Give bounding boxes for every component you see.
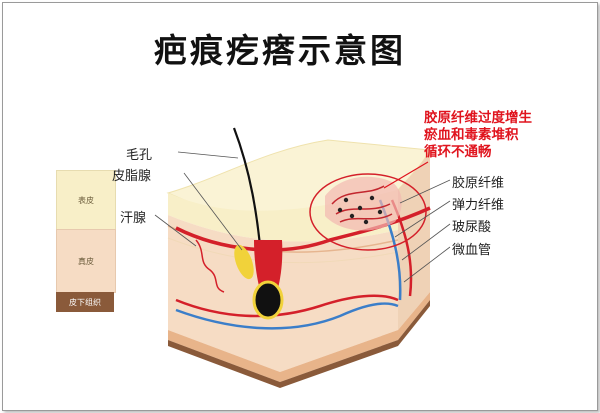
legend-epidermis-label: 表皮: [78, 196, 94, 205]
legend-subcutaneous: 皮下组织: [56, 292, 114, 312]
page-title: 疤痕疙瘩示意图: [154, 31, 406, 70]
scar-highlight-circle: [309, 173, 427, 251]
scar-annotation-line1: 胶原纤维过度增生: [424, 110, 532, 126]
hair-bulb: [252, 280, 284, 320]
label-sweat-gland: 汗腺: [120, 211, 147, 226]
side-face: [398, 150, 430, 330]
scar-annotation: 胶原纤维过度增生 瘀血和毒素堆积 循环不通畅: [424, 110, 532, 161]
blood-vessel-blue: [175, 302, 399, 330]
label-sebaceous-gland: 皮脂腺: [112, 169, 152, 184]
legend-subcutaneous-label: 皮下组织: [69, 298, 101, 307]
legend-dermis-label: 真皮: [78, 257, 94, 266]
legend-dermis: 真皮: [56, 229, 116, 293]
scar-annotation-line2: 瘀血和毒素堆积: [424, 127, 519, 143]
label-hair: 毛孔: [126, 148, 153, 163]
dermis-layer: [168, 215, 398, 372]
label-collagen: 胶原纤维: [452, 176, 505, 191]
label-elastic-fiber: 弹力纤维: [452, 198, 505, 213]
blood-vessel-red-lower: [175, 294, 399, 318]
sebaceous-gland-shape: [234, 244, 254, 280]
label-hyaluronic-acid: 玻尿酸: [452, 220, 492, 235]
scar-annotation-line3: 循环不通畅: [424, 144, 492, 160]
sweat-gland-shape: [195, 239, 225, 293]
label-capillary: 微血管: [452, 243, 492, 258]
subcutaneous-layer: [168, 292, 430, 382]
subcutaneous-fat: [168, 300, 430, 388]
